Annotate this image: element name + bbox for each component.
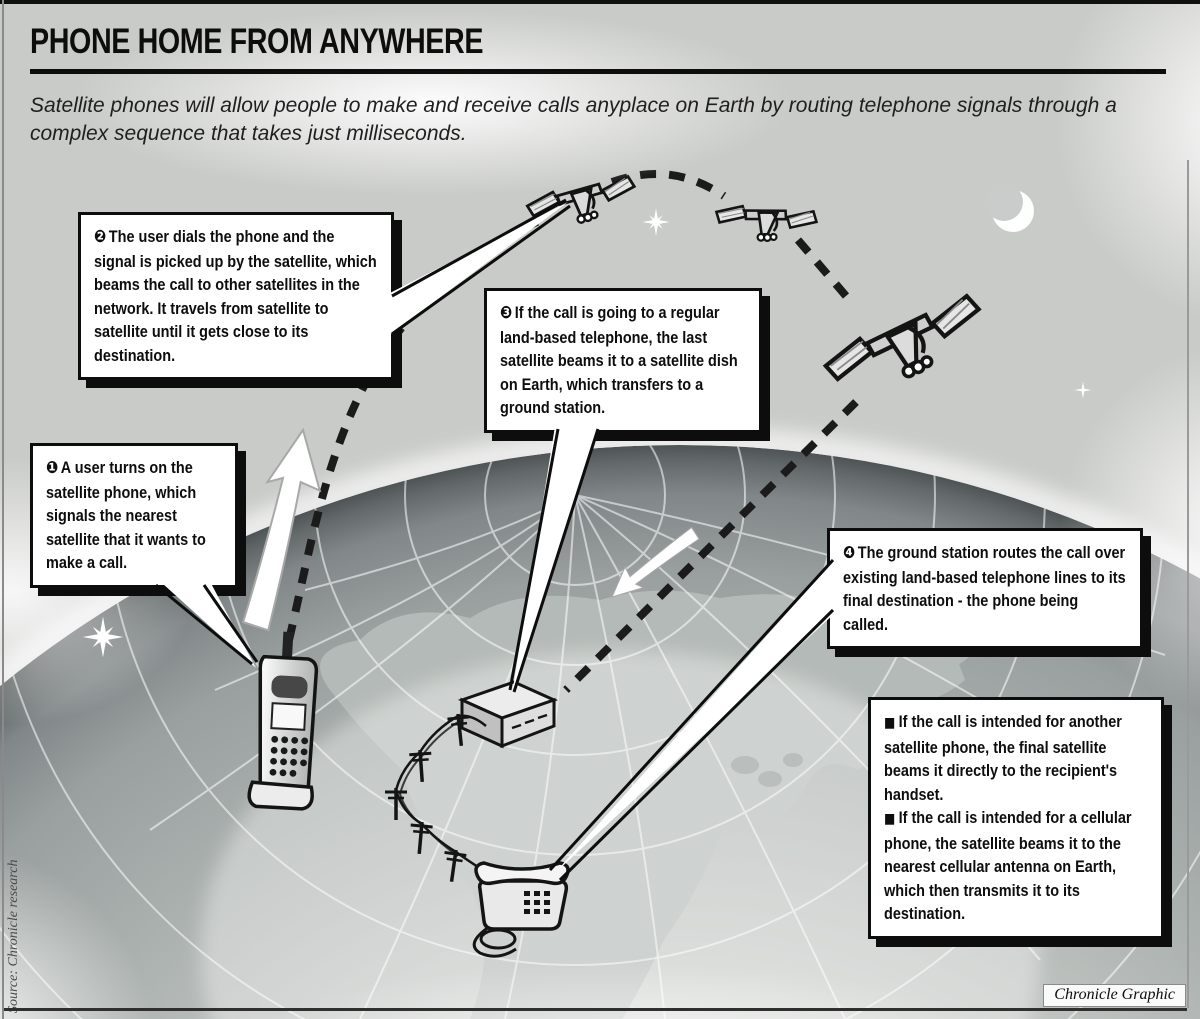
note-2-bullet: ■ [884, 811, 896, 827]
callout-notes: ■If the call is intended for another sat… [868, 697, 1164, 939]
step-2-text: The user dials the phone and the signal … [94, 227, 377, 365]
satellite-icon-3 [818, 294, 991, 395]
step-3-text: If the call is going to a regular land-b… [500, 303, 738, 417]
telephone-keypad [524, 891, 550, 914]
satellite-icon-1 [524, 174, 638, 228]
signal-path-sat2-to-sat3 [794, 237, 850, 299]
note-item-1: ■If the call is intended for another sat… [884, 710, 1148, 806]
frame-right-border [1187, 160, 1189, 1008]
note-1-bullet: ■ [884, 715, 896, 731]
step-3-badge: ❸ [500, 303, 513, 323]
note-item-2: ■If the call is intended for a cellular … [884, 806, 1148, 926]
step-1-badge: ❶ [46, 458, 59, 478]
frame-bottom-border [4, 1008, 1187, 1011]
note-2-text: If the call is intended for a cellular p… [884, 808, 1132, 923]
page-subtitle: Satellite phones will allow people to ma… [30, 94, 1117, 145]
frame-left-border [2, 0, 4, 1019]
source-credit: Source: Chronicle research [6, 859, 21, 1013]
step-4-text: The ground station routes the call over … [843, 543, 1126, 634]
graphic-credit: Chronicle Graphic [1043, 984, 1186, 1007]
note-1-text: If the call is intended for another sate… [884, 712, 1122, 804]
star-icon-3 [1074, 381, 1092, 399]
page-title: PHONE HOME FROM ANYWHERE [30, 22, 484, 61]
moon-icon [985, 183, 1034, 232]
frame-top-border [0, 0, 1200, 4]
title-rule [30, 69, 1166, 74]
step-1-text: A user turns on the satellite phone, whi… [46, 458, 206, 572]
step-4-badge: ❹ [843, 543, 856, 563]
step-2-badge: ❷ [94, 227, 107, 247]
